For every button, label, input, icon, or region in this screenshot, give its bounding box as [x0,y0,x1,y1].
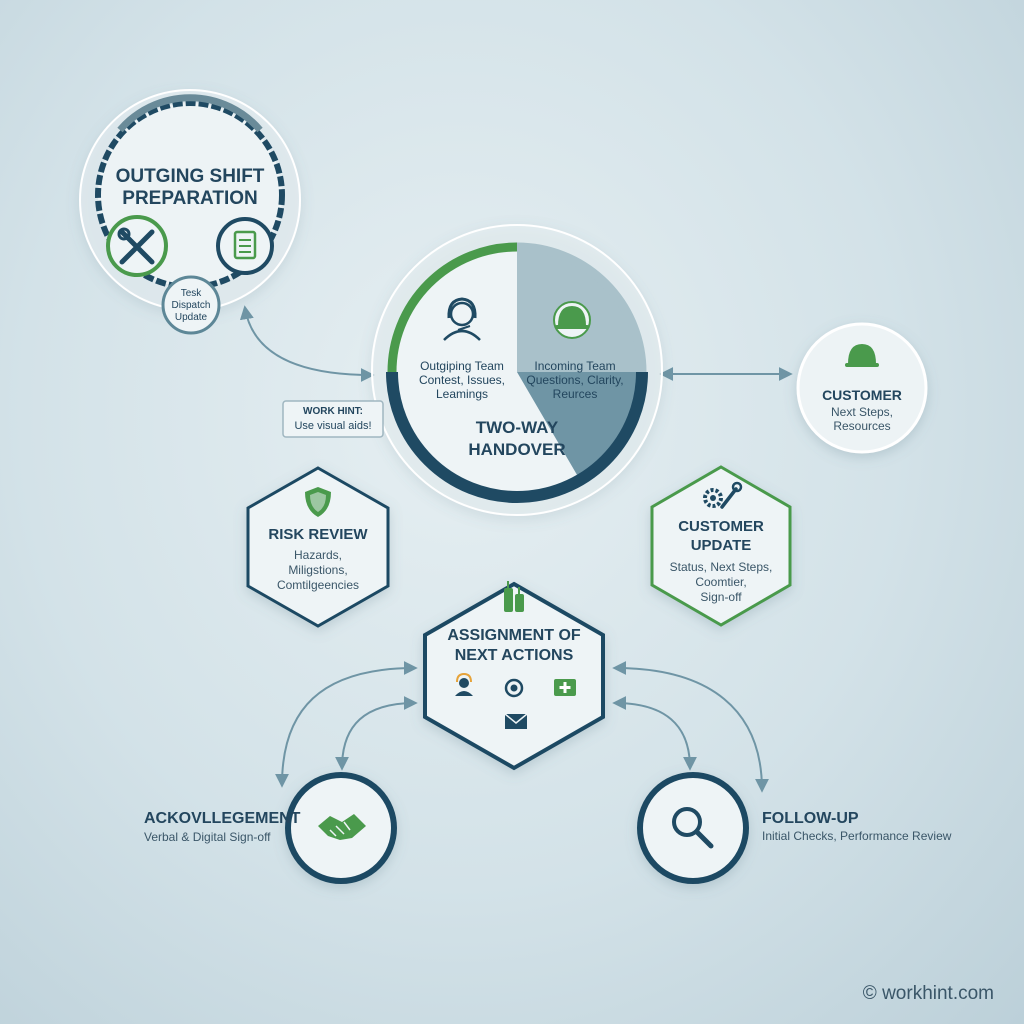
customer-update-line-1: Status, Next Steps, [670,560,773,574]
work-hint-callout: WORK HINT: Use visual aids! [282,400,384,438]
radio-icon [504,581,524,612]
handover-node[interactable]: Outgiping Team Contest, Issues, Leamings… [371,224,663,516]
connector-assign-ack-outer [275,661,418,788]
customer-line-2: Resources [833,419,890,433]
clipboard-icon [216,217,274,275]
risk-title: RISK REVIEW [268,526,368,543]
assignment-title-2: NEXT ACTIONS [455,647,574,664]
handover-title-1: TWO-WAY [476,418,559,437]
customer-title: CUSTOMER [822,387,902,403]
followup-line-1: Initial Checks, Performance Review [762,829,952,843]
followup-title: FOLLOW-UP [762,810,859,827]
connector-assign-ack-inner [335,696,418,771]
outgoing-line-1: Outgiping Team [420,359,504,373]
customer-update-title-2: UPDATE [691,537,752,554]
customer-update-line-3: Sign-off [700,590,742,604]
hint-label: WORK HINT: [303,406,363,417]
outgoing-line-3: Leamings [436,387,488,401]
ack-line-1: Verbal & Digital Sign-off [144,830,271,844]
risk-line-1: Hazards, [294,548,342,562]
connector-assign-followup-outer [612,661,769,793]
outgoing-line-2: Contest, Issues, [419,373,505,387]
envelope-icon [504,713,528,729]
task-badge[interactable]: Tesk Dispatch Update [161,275,221,335]
customer-line-1: Next Steps, [831,405,893,419]
first-aid-icon [554,679,576,696]
magnifier-icon [672,807,714,849]
shield-icon [305,487,331,517]
customer-update-title-1: CUSTOMER [678,518,764,535]
handover-title-2: HANDOVER [468,440,565,459]
risk-line-3: Comtilgeencies [277,578,359,592]
connector-assign-followup-inner [612,696,697,771]
incoming-line-3: Reurces [553,387,598,401]
assignment-title-1: ASSIGNMENT OF [447,627,581,644]
prep-title-2: PREPARATION [122,188,257,209]
footer-copyright[interactable]: © workhint.com [863,983,994,1004]
gears-wrench-icon [703,481,743,509]
connector-prep-handover [239,305,375,382]
badge-line-3: Update [175,312,208,323]
followup-node[interactable] [637,772,749,884]
risk-review-node[interactable]: RISK REVIEW Hazards, Miligstions, Comtil… [246,466,390,628]
hard-hat-icon [845,344,879,367]
ack-node[interactable] [285,772,397,884]
customer-update-node[interactable]: CUSTOMER UPDATE Status, Next Steps, Coom… [650,465,792,627]
hard-hat-icon [553,301,591,339]
wrench-screwdriver-icon [106,215,168,277]
assignment-node[interactable]: ASSIGNMENT OF NEXT ACTIONS [423,581,605,771]
badge-line-1: Tesk [181,288,203,299]
prep-node[interactable]: OUTGING SHIFT PREPARATION Tesk Dispatch … [79,89,301,335]
badge-line-2: Dispatch [172,300,211,311]
ack-title: ACKOVLLEGEMENT [144,810,301,827]
incoming-line-2: Questions, Clarity, [526,373,623,387]
connectors [239,305,793,793]
incoming-line-1: Incoming Team [534,359,615,373]
headset-person-icon [443,297,481,341]
person-icon [455,672,473,696]
play-record-icon [504,678,524,698]
prep-title-1: OUTGING SHIFT [116,166,265,187]
handshake-icon [318,814,366,840]
hint-text: Use visual aids! [294,420,371,432]
customer-update-line-2: Coomtier, [695,575,746,589]
risk-line-2: Miligstions, [288,563,347,577]
customer-node[interactable]: CUSTOMER Next Steps, Resources [796,322,928,454]
